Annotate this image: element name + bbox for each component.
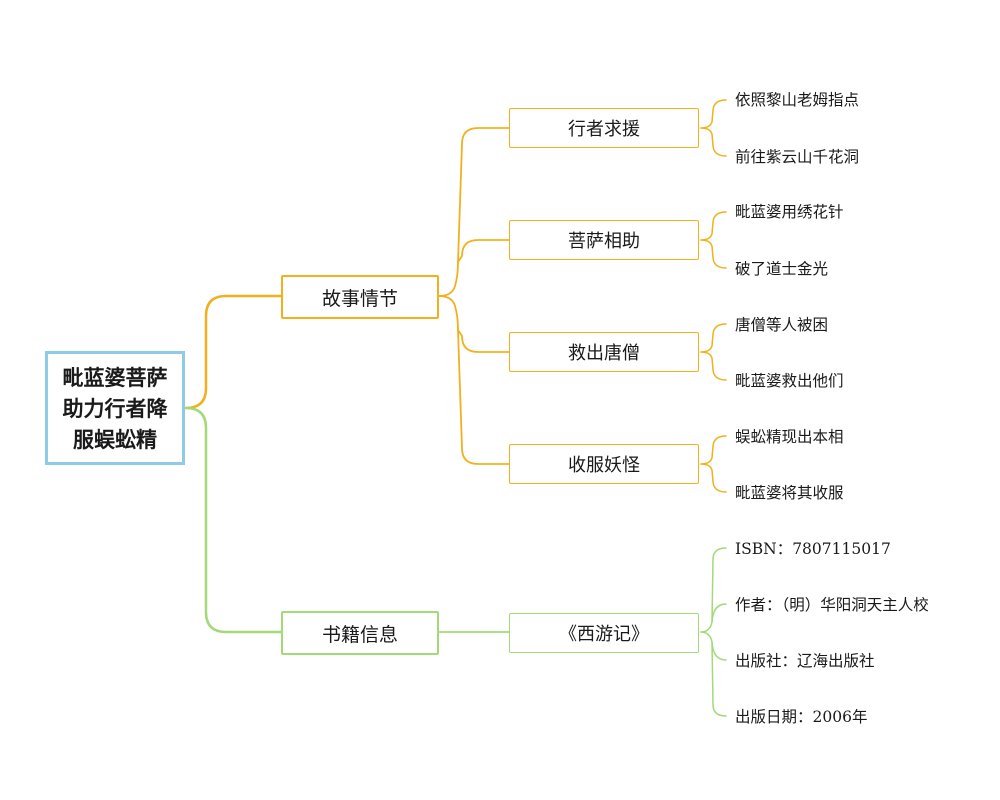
plot-to-event-4-connector — [457, 329, 510, 465]
event-node-2: 菩萨相助 — [509, 220, 699, 260]
book-detail-brace-3 — [711, 641, 727, 661]
plot-branch-label: 故事情节 — [321, 287, 398, 310]
event-2-detail-brace-top — [700, 211, 727, 241]
event-node-1: 行者求援 — [509, 108, 699, 148]
event-2-detail-brace-bottom — [700, 239, 727, 269]
plot-branch-node: 故事情节 — [281, 275, 439, 319]
event-4-detail-1: 蜈蚣精现出本相 — [735, 428, 844, 446]
event-3-detail-brace-bottom — [700, 351, 727, 381]
book-detail-brace-1 — [700, 547, 727, 633]
book-isbn: ISBN：7807115017 — [735, 540, 891, 558]
event-2-detail-2: 破了道士金光 — [735, 260, 829, 278]
event-3-detail-brace-top — [700, 323, 727, 353]
event-node-3: 救出唐僧 — [509, 332, 699, 372]
event-node-4: 收服妖怪 — [509, 444, 699, 484]
book-detail-brace-2 — [711, 603, 727, 623]
root-node: 毗蓝婆菩萨助力行者降服蜈蚣精 — [45, 351, 185, 465]
event-4-detail-brace-top — [700, 435, 727, 465]
event-4-detail-brace-bottom — [700, 463, 727, 493]
book-author: 作者：（明）华阳洞天主人校 — [735, 596, 929, 614]
event-label: 收服妖怪 — [568, 455, 640, 476]
book-detail-brace-4 — [700, 631, 727, 717]
event-1-detail-1: 依照黎山老姆指点 — [735, 91, 860, 109]
book-branch-label: 书籍信息 — [321, 623, 398, 646]
plot-to-event-3-connector — [438, 295, 510, 353]
event-1-detail-brace-top — [700, 99, 727, 129]
plot-to-event-1-connector — [438, 127, 510, 297]
root-label: 毗蓝婆菩萨助力行者降服蜈蚣精 — [62, 364, 168, 452]
event-label: 菩萨相助 — [568, 231, 640, 252]
book-date: 出版日期：2006年 — [735, 708, 868, 726]
book-branch-node: 书籍信息 — [281, 611, 439, 655]
root-to-plot-connector — [184, 294, 283, 410]
book-title-node: 《西游记》 — [509, 613, 699, 653]
event-3-detail-1: 唐僧等人被困 — [735, 316, 829, 334]
book-title-label: 《西游记》 — [559, 624, 649, 645]
event-label: 行者求援 — [568, 119, 640, 140]
root-to-book-connector — [184, 406, 283, 634]
book-publisher: 出版社：辽海出版社 — [735, 652, 875, 670]
event-label: 救出唐僧 — [568, 343, 640, 364]
event-2-detail-1: 毗蓝婆用绣花针 — [735, 203, 844, 221]
event-4-detail-2: 毗蓝婆将其收服 — [735, 484, 844, 502]
event-1-detail-brace-bottom — [700, 127, 727, 157]
plot-to-event-2-connector — [457, 239, 510, 263]
event-1-detail-2: 前往紫云山千花洞 — [735, 148, 860, 166]
event-3-detail-2: 毗蓝婆救出他们 — [735, 372, 844, 390]
